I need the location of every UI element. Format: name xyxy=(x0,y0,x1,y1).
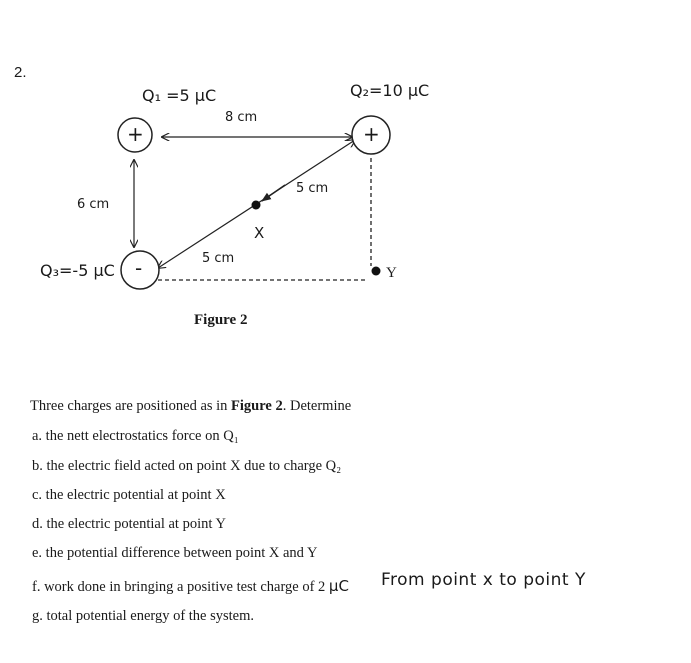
point-y-label: Y xyxy=(386,265,397,281)
field-arrow-x xyxy=(261,184,286,202)
problem-item-c: c. the electric potential at point X xyxy=(32,487,226,503)
distance-q1-q3-label: 6 cm xyxy=(77,197,110,212)
point-y-dot xyxy=(371,266,381,276)
item-f-unit: μC xyxy=(328,577,349,595)
item-f-printed: f. work done in bringing a positive test… xyxy=(32,579,329,595)
q1-sign: + xyxy=(127,122,144,146)
point-x-dot xyxy=(251,200,261,210)
problem-item-d: d. the electric potential at point Y xyxy=(32,516,226,532)
problem-item-a: a. the nett electrostatics force on Q₁ xyxy=(32,428,239,444)
q3-sign: - xyxy=(135,256,143,280)
q3-label: Q₃=-5 μC xyxy=(40,261,115,280)
distance-q3-x-label: 5 cm xyxy=(202,251,235,266)
problem-item-e: e. the potential difference between poin… xyxy=(32,545,318,561)
q2-sign: + xyxy=(363,122,380,146)
q3-charge-circle xyxy=(120,250,160,290)
q1-label: Q₁ =5 μC xyxy=(142,86,217,105)
intro-figure-ref: Figure 2 xyxy=(231,398,283,414)
question-number: 2. xyxy=(14,64,27,81)
distance-q1-q2-label: 8 cm xyxy=(225,110,258,125)
problem-intro: Three charges are positioned as in Figur… xyxy=(30,398,351,415)
q2-label: Q₂=10 μC xyxy=(350,81,430,100)
problem-item-f: f. work done in bringing a positive test… xyxy=(32,577,349,596)
figure-caption: Figure 2 xyxy=(194,312,248,328)
intro-prefix: Three charges are positioned as in xyxy=(30,398,232,414)
item-f-handwritten: From point x to point Y xyxy=(381,570,586,590)
problem-item-g: g. total potential energy of the system. xyxy=(32,608,255,624)
problem-item-b: b. the electric field acted on point X d… xyxy=(32,458,342,474)
distance-q2-x-label: 5 cm xyxy=(296,181,329,196)
q1-charge-circle xyxy=(117,117,153,153)
q2-charge-circle xyxy=(351,115,391,155)
intro-suffix: . Determine xyxy=(282,398,352,414)
point-x-label: X xyxy=(254,224,265,242)
